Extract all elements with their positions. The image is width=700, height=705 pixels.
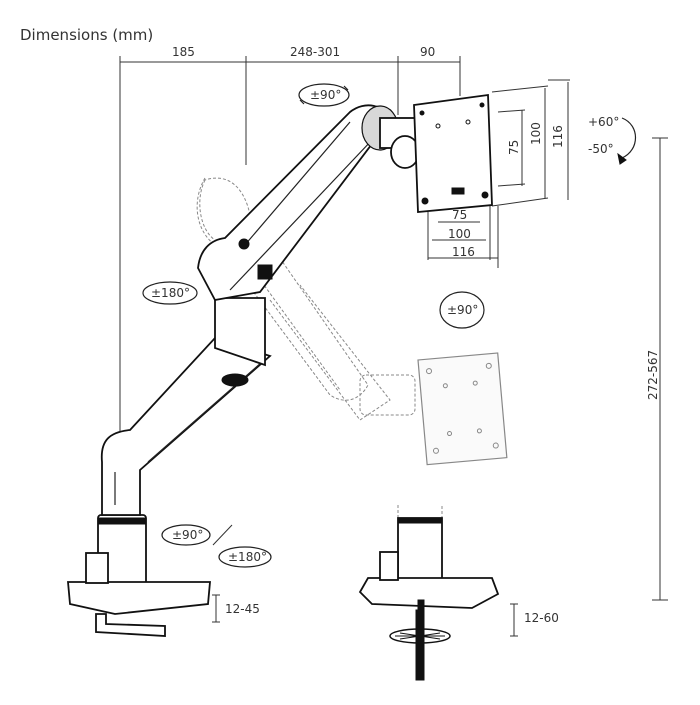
vesa-plate bbox=[413, 93, 493, 213]
ghost-arm-lowered bbox=[199, 177, 508, 466]
dim-248-301-label: 248-301 bbox=[290, 45, 340, 59]
monitor-arm-main bbox=[67, 104, 420, 637]
diagram-title: Dimensions (mm) bbox=[20, 26, 153, 44]
vesa-v-100-label: 100 bbox=[529, 122, 543, 145]
rotation-arm-mid bbox=[142, 281, 198, 305]
height-dimension-line bbox=[652, 137, 668, 601]
dim-272-567-label: 272-567 bbox=[646, 350, 660, 400]
rotation-divider bbox=[212, 524, 233, 546]
vesa-h-116-label: 116 bbox=[452, 245, 475, 259]
rotation-screen-label: ±90° bbox=[447, 303, 478, 317]
rotation-base-swivel bbox=[161, 524, 211, 546]
clamp-dim-left-label: 12-45 bbox=[225, 602, 260, 616]
clamp-dim-right bbox=[510, 603, 518, 637]
vesa-v-75-label: 75 bbox=[507, 140, 521, 155]
vesa-dimension-lines bbox=[427, 79, 570, 268]
tilt-up-label: +60° bbox=[588, 115, 619, 129]
clamp-dim-right-label: 12-60 bbox=[524, 611, 559, 625]
tilt-arrow bbox=[617, 117, 636, 165]
rotation-arm-top bbox=[298, 83, 350, 107]
rotation-base-rotate bbox=[218, 546, 272, 568]
rotation-base-rotate-label: ±180° bbox=[228, 550, 267, 564]
vesa-v-116-label: 116 bbox=[551, 125, 565, 148]
vesa-h-100-label: 100 bbox=[448, 227, 471, 241]
dim-185-label: 185 bbox=[172, 45, 195, 59]
pole-mount-right bbox=[358, 505, 500, 681]
clamp-dim-left bbox=[212, 594, 220, 623]
rotation-arm-top-label: ±90° bbox=[310, 88, 341, 102]
top-dimension-lines bbox=[119, 56, 461, 440]
tilt-down-label: -50° bbox=[588, 142, 614, 156]
rotation-arm-mid-label: ±180° bbox=[151, 286, 190, 300]
vesa-h-75-label: 75 bbox=[452, 208, 467, 222]
rotation-base-swivel-label: ±90° bbox=[172, 528, 203, 542]
rotation-screen bbox=[439, 291, 485, 329]
dim-90-label: 90 bbox=[420, 45, 435, 59]
ghost-cylinder bbox=[196, 177, 216, 246]
